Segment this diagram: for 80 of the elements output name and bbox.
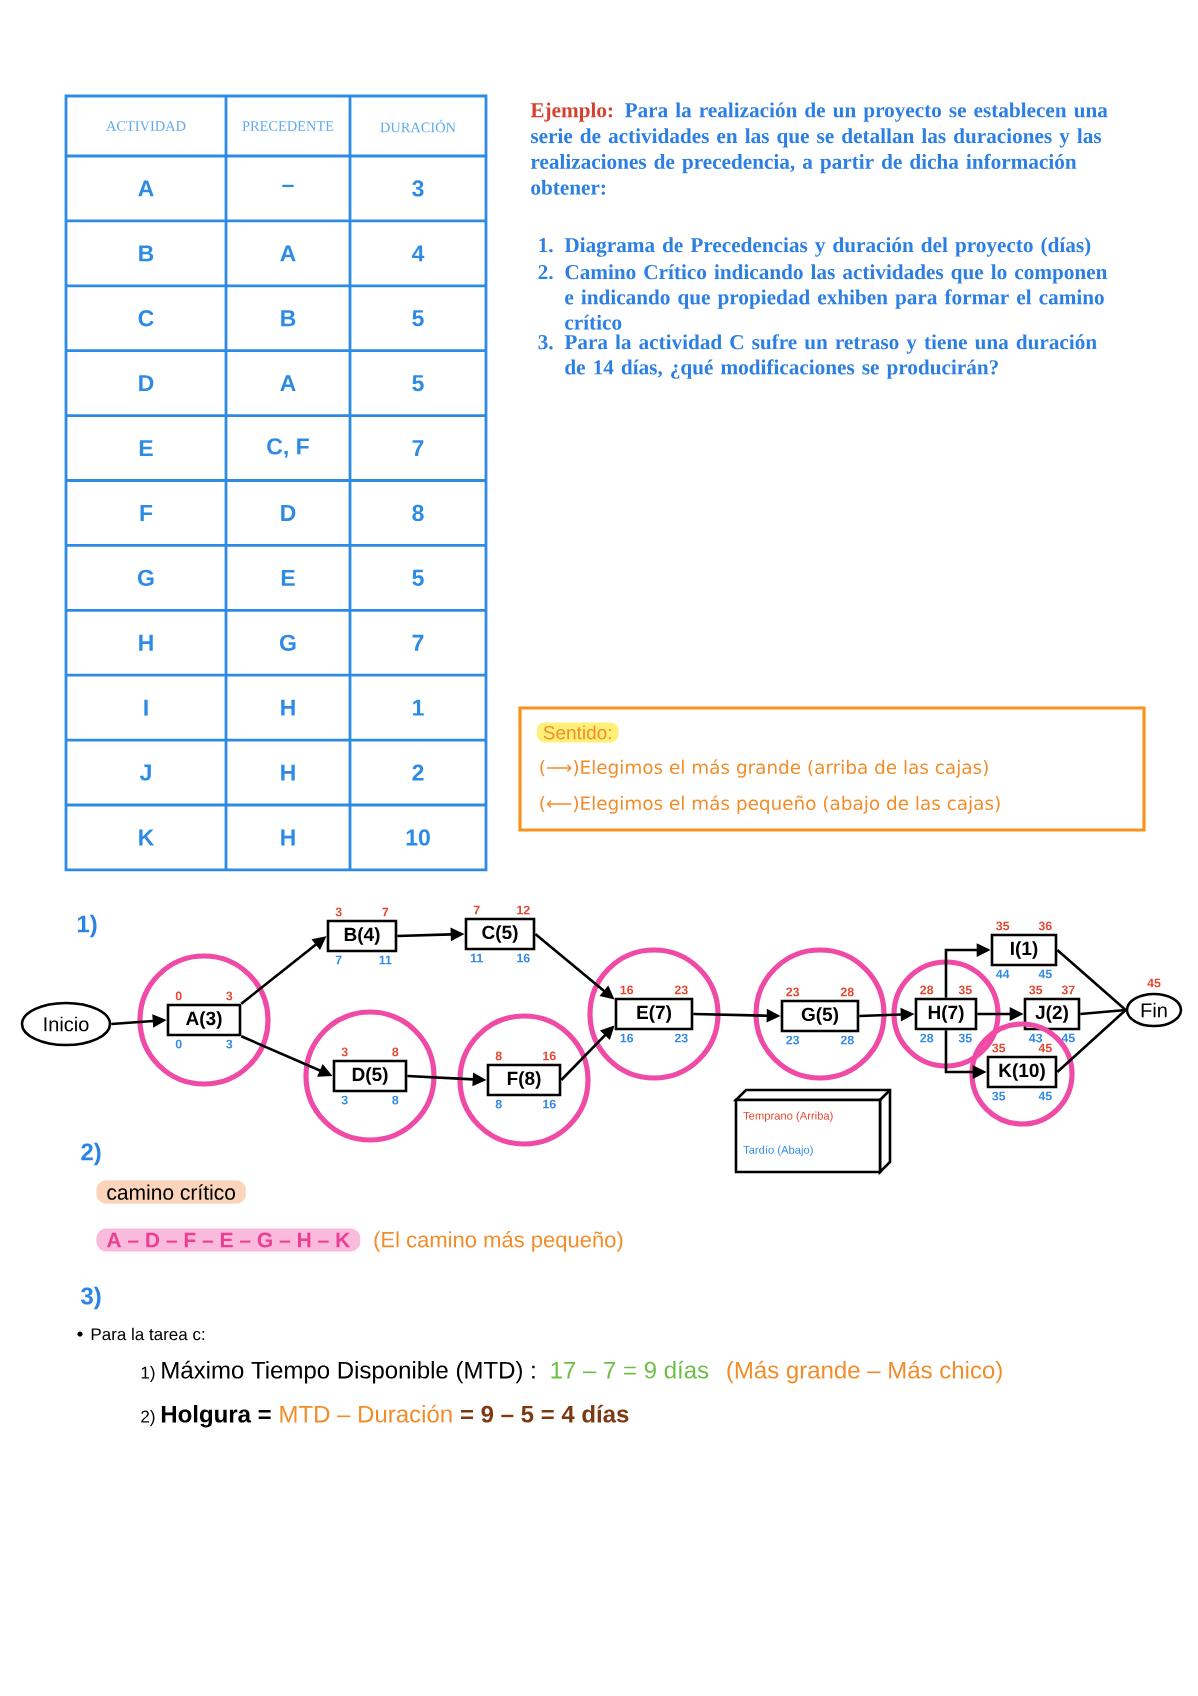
highlighted-heading: Sentido: <box>536 722 619 743</box>
table-entry: 10 <box>406 829 430 846</box>
table-entry: 8 <box>412 504 424 522</box>
table-entry: D <box>281 505 296 521</box>
table-entry: 5 <box>412 375 424 392</box>
highlight-circle <box>587 947 721 1081</box>
highlighted-path: A – D – F – E – G – H – K <box>96 1228 361 1252</box>
table-entry: C, F <box>267 438 309 458</box>
section-number: 2) <box>81 1142 101 1166</box>
note-text: (⟵)Elegimos el más pequeño (abajo de las cajas) <box>540 795 1000 814</box>
highlight-circle <box>137 953 271 1087</box>
activity-box: E(7) <box>614 997 694 1031</box>
activity-box: D(5) <box>332 1059 408 1093</box>
connector-line <box>1080 1008 1126 1016</box>
activity-box: G(5) <box>780 999 860 1033</box>
highlight-circle <box>753 947 887 1081</box>
list-number: 2. <box>538 265 553 280</box>
table-entry: G <box>138 569 154 586</box>
note-text: (El camino más pequeño) <box>374 1231 623 1252</box>
problem-statement: Ejemplo: Para la realización de un proyecto se establecen una serie de actividades en las que se detallan las duraciones y las realizaciones de precedencia, a partir de dicha información obtener: <box>530 102 1108 195</box>
table-entry: H <box>281 829 295 846</box>
note-text: (Más grande – Más chico) <box>727 1360 1002 1384</box>
highlighted-heading: camino crítico <box>96 1180 246 1204</box>
section-number: 3) <box>80 1286 101 1310</box>
table-entry: I <box>144 699 148 716</box>
table-entry: H <box>281 764 295 781</box>
section-number: 1) <box>77 914 97 938</box>
step-number: 2) <box>141 1410 155 1426</box>
step-text: Para la tarea c: <box>91 1327 205 1341</box>
table-entry: 5 <box>412 569 424 586</box>
term-text: Holgura = <box>161 1405 271 1428</box>
table-entry: 7 <box>412 634 424 651</box>
table-entry: – <box>282 184 294 188</box>
table-entry: 7 <box>412 440 424 456</box>
table-entry: J <box>139 764 151 781</box>
table-entry: 5 <box>412 310 424 327</box>
activity-box: H(7) <box>914 997 978 1031</box>
activity-box: C(5) <box>464 917 536 951</box>
activity-box: K(10) <box>986 1055 1058 1089</box>
table-entry: G <box>280 634 296 651</box>
list-item: Camino Crítico indicando las actividades que lo componen e indicando que propiedad exhiben para formar el camino crítico <box>565 264 1108 330</box>
connector-line <box>1056 1009 1127 1073</box>
table-entry: C <box>138 310 154 327</box>
note-text: (⟶)Elegimos el más grande (arriba de las cajas) <box>540 759 988 778</box>
highlight-circle <box>303 1009 437 1143</box>
table-entry: A <box>280 245 296 262</box>
activity-box: B(4) <box>326 919 398 953</box>
formula-text: MTD – Duración <box>280 1404 452 1423</box>
activity-box: A(3) <box>166 1003 242 1037</box>
list-item: Diagrama de Precedencias y duración del proyecto (días) <box>564 237 1091 257</box>
table-entry: F <box>140 505 153 521</box>
table-entry: K <box>139 829 155 846</box>
table-entry: H <box>281 699 295 716</box>
table-entry: B <box>139 245 154 262</box>
table-entry: E <box>281 569 295 586</box>
table-entry: 4 <box>411 245 425 262</box>
terminal-oval: Inicio <box>20 1001 112 1047</box>
step-number: 1) <box>141 1366 155 1382</box>
list-number: 3. <box>538 335 553 350</box>
table-entry: 2 <box>412 764 424 781</box>
calculation: 17 – 7 = 9 días <box>551 1360 709 1379</box>
connector-line <box>1056 949 1127 1011</box>
table-entry: 3 <box>412 180 424 197</box>
list-number: 1. <box>539 238 553 253</box>
table-entry: 1 <box>413 699 424 716</box>
list-item: Para la actividad C sufre un retraso y tiene una duración de 14 días, ¿qué modificaciones se producirán? <box>564 334 1097 379</box>
calculation: = 9 – 5 = 4 días <box>461 1404 629 1423</box>
highlight-circle <box>969 1021 1075 1127</box>
table-entry: H <box>139 634 153 651</box>
activity-box: I(1) <box>990 933 1058 967</box>
activity-box: J(2) <box>1023 997 1081 1031</box>
terminal-oval: Fin <box>1125 992 1183 1028</box>
table-entry: A <box>138 180 154 197</box>
highlight-circle <box>457 1013 591 1147</box>
term-text: Máximo Tiempo Disponible (MTD) : <box>162 1360 535 1384</box>
table-entry: E <box>139 440 153 456</box>
table-entry: B <box>281 310 296 327</box>
activity-box: F(8) <box>486 1063 562 1097</box>
table-entry: A <box>280 375 296 392</box>
table-entry: D <box>139 375 154 392</box>
